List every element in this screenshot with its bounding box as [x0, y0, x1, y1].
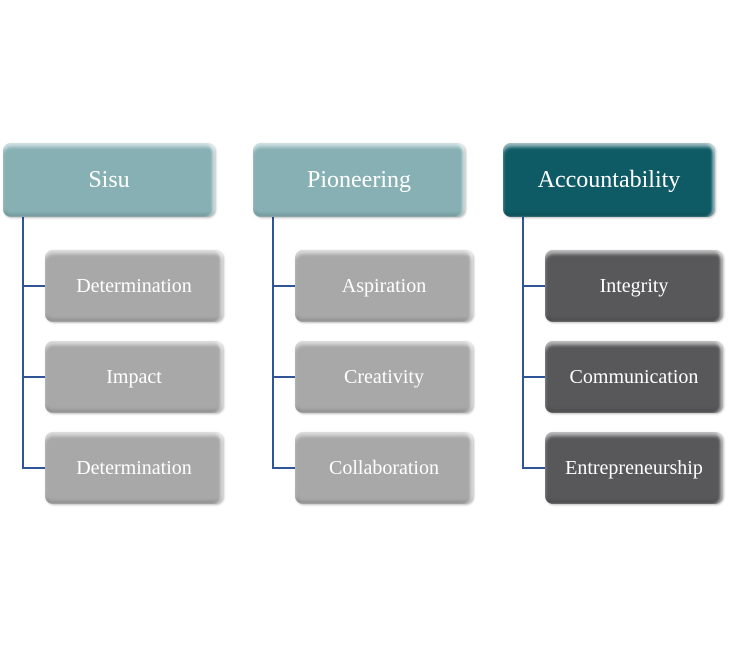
child-box: Aspiration	[295, 250, 473, 322]
child-box: Creativity	[295, 341, 473, 413]
connector-branch	[272, 467, 295, 469]
child-box: Entrepreneurship	[545, 432, 723, 504]
connector-branch	[22, 285, 45, 287]
child-box: Impact	[45, 341, 223, 413]
child-box: Determination	[45, 432, 223, 504]
connector-branch	[522, 285, 545, 287]
connector-vertical	[522, 217, 524, 469]
connector-branch	[522, 376, 545, 378]
header-box-pioneering: Pioneering	[253, 143, 465, 217]
connector-branch	[522, 467, 545, 469]
connector-branch	[22, 467, 45, 469]
connector-branch	[272, 376, 295, 378]
header-box-sisu: Sisu	[3, 143, 215, 217]
connector-vertical	[272, 217, 274, 469]
connector-branch	[272, 285, 295, 287]
connector-branch	[22, 376, 45, 378]
child-box: Integrity	[545, 250, 723, 322]
child-box: Communication	[545, 341, 723, 413]
header-box-accountability: Accountability	[503, 143, 715, 217]
child-box: Collaboration	[295, 432, 473, 504]
connector-vertical	[22, 217, 24, 469]
child-box: Determination	[45, 250, 223, 322]
